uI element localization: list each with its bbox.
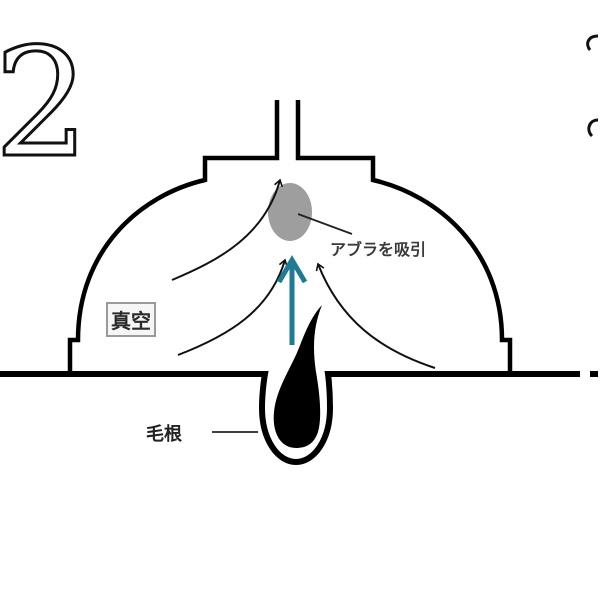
svg-text:2: 2	[0, 17, 89, 191]
hair-follicle-icon	[273, 305, 322, 448]
sebum-blob	[268, 183, 312, 241]
skin-surface	[0, 371, 598, 466]
vacuum-label: 真空	[106, 302, 156, 337]
hair-root-label: 毛根	[146, 424, 182, 445]
step-number-2-icon: 2	[0, 16, 91, 193]
suction-arrow-icon	[276, 255, 308, 345]
suction-cup-dome	[67, 100, 513, 374]
sebum-pointer-line	[297, 213, 353, 235]
step-number-3-partial-icon	[586, 34, 599, 138]
airflow-arrows	[171, 178, 436, 369]
sebum-suction-label: アブラを吸引	[330, 240, 427, 259]
